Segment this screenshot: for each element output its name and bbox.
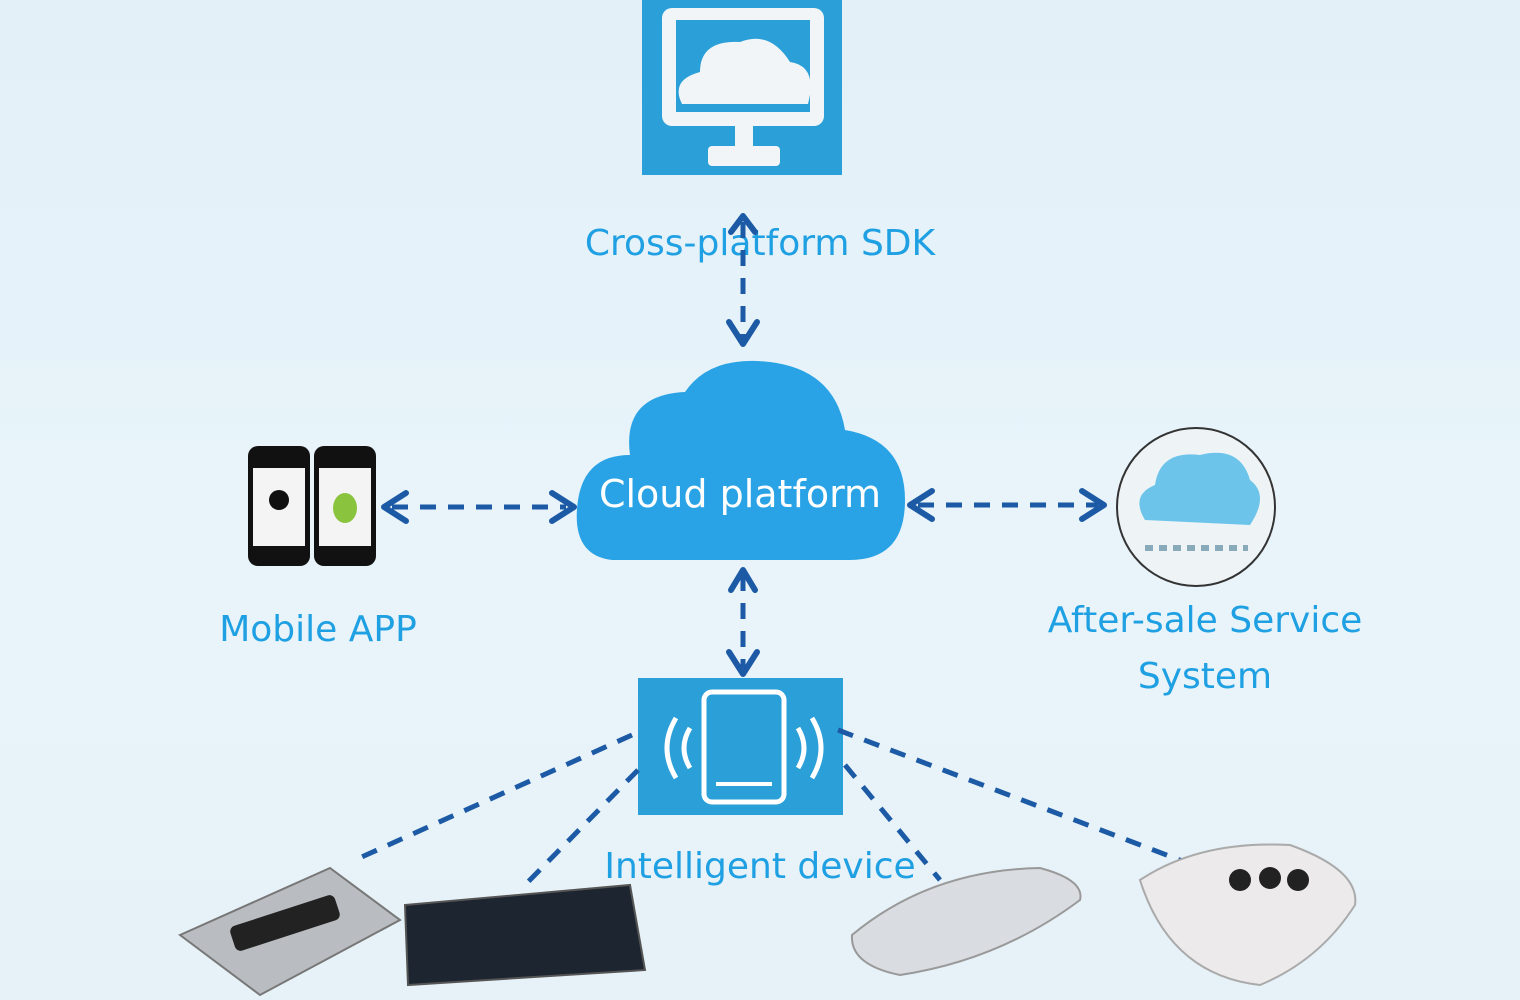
cloud-icon bbox=[576, 360, 905, 560]
cloud-aftersale-arrow bbox=[907, 488, 1107, 522]
air-conditioner-unit-3 bbox=[850, 866, 1082, 977]
air-conditioner-unit-2 bbox=[403, 883, 647, 987]
sdk-cloud-arrow bbox=[726, 213, 760, 347]
air-conditioner-unit-1 bbox=[178, 866, 402, 997]
aftersale-label-line2: System bbox=[1138, 656, 1272, 697]
mobile-cloud-arrow bbox=[381, 490, 577, 524]
sdk-label: Cross-platform SDK bbox=[585, 223, 937, 264]
device-connection-lines bbox=[353, 727, 1186, 887]
wireless-device-icon bbox=[638, 678, 843, 815]
mobile-label: Mobile APP bbox=[219, 609, 417, 650]
monitor-cloud-icon bbox=[642, 0, 842, 175]
cloud-device-arrow bbox=[726, 567, 760, 677]
cloud-label: Cloud platform bbox=[599, 472, 881, 516]
aftersale-label-line1: After-sale Service bbox=[1048, 600, 1363, 641]
air-conditioner-unit-4 bbox=[1138, 843, 1357, 987]
device-label: Intelligent device bbox=[604, 846, 915, 887]
smartphones-icon bbox=[248, 446, 376, 566]
service-cloud-icon bbox=[1116, 427, 1276, 587]
